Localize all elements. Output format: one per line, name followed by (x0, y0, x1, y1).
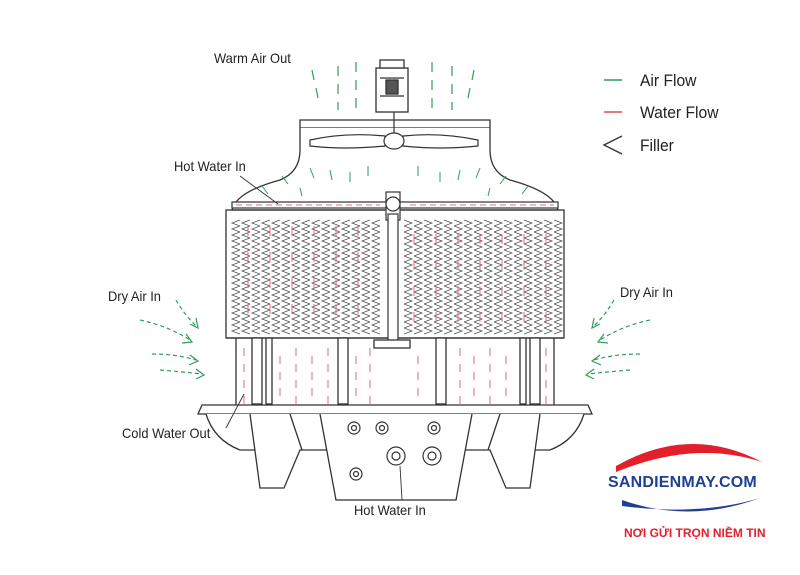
filler-water-flow (247, 226, 547, 322)
brand-swoosh-red (616, 443, 762, 472)
dry-air-in-right-label: Dry Air In (620, 284, 673, 300)
basin-ports (347, 421, 442, 481)
legend-filler-label: Filler (640, 136, 674, 155)
rain-water-flow (243, 348, 547, 404)
legend-symbols (602, 79, 623, 155)
filler-chevrons (230, 219, 564, 335)
cold-water-out-label: Cold Water Out (122, 425, 211, 441)
warm-air-out-label: Warm Air Out (214, 50, 291, 66)
brand-name: SANDIENMAY.COM (608, 474, 757, 491)
fan-motor (375, 59, 409, 113)
legend-air-flow-label: Air Flow (640, 71, 697, 90)
hot-water-in-top-label: Hot Water In (174, 158, 246, 174)
filler-chevron-path (230, 219, 564, 335)
legend-filler-symbol (602, 135, 623, 155)
warm-air-flow (311, 62, 475, 110)
legend-water-flow-label: Water Flow (640, 103, 719, 122)
dry-air-arrows-left (139, 299, 206, 380)
spray-pipe (231, 191, 559, 347)
leader-lines (225, 175, 403, 501)
brand-slogan: NƠI GỬI TRỌN NIỀM TIN (624, 526, 766, 540)
brand-swoosh-blue (622, 498, 760, 512)
hot-water-in-bottom-label: Hot Water In (354, 502, 426, 518)
dome-air-flow (261, 166, 529, 197)
tower-top-cap (231, 119, 559, 211)
fan-blades (309, 112, 479, 150)
brand-logo (616, 443, 762, 512)
rain-water-path (243, 348, 547, 404)
lower-chamber (235, 337, 555, 405)
dry-air-in-left-label: Dry Air In (108, 288, 161, 304)
filler-water-path (247, 226, 547, 322)
dry-air-arrows-right (584, 299, 651, 380)
